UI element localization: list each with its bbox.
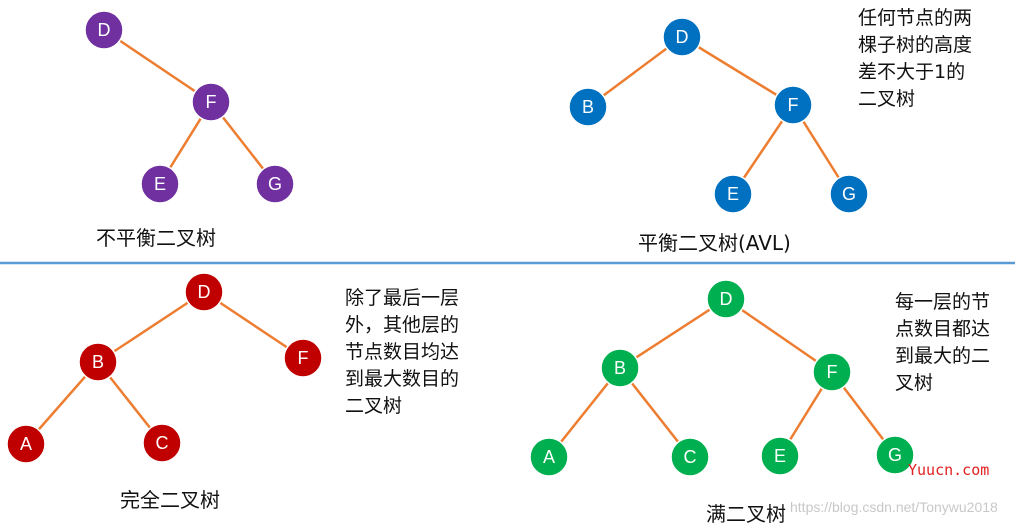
node-unbalanced-F: F xyxy=(191,82,231,122)
node-circle xyxy=(184,272,224,312)
note-line: 叉树 xyxy=(895,372,934,394)
node-avl-E: E xyxy=(713,174,753,214)
node-circle xyxy=(713,174,753,214)
node-label: C xyxy=(156,433,169,453)
node-avl-D: D xyxy=(662,17,702,57)
node-circle xyxy=(84,10,124,50)
caption-full: 满二叉树 xyxy=(706,502,786,526)
node-label: G xyxy=(888,445,902,465)
node-circle xyxy=(529,437,569,477)
node-circle xyxy=(706,279,746,319)
node-complete-C: C xyxy=(142,423,182,463)
note-line: 节点数目均达 xyxy=(345,341,460,363)
node-label: C xyxy=(684,447,697,467)
edge-unbalanced-D-F xyxy=(103,28,212,104)
node-circle xyxy=(140,164,180,204)
edge-avl-D-F xyxy=(681,35,794,107)
node-avl-F: F xyxy=(773,85,813,125)
note-line: 到最大的二 xyxy=(895,345,991,367)
caption-avl: 平衡二叉树(AVL) xyxy=(638,231,791,255)
node-label: D xyxy=(720,289,733,309)
node-circle xyxy=(142,423,182,463)
note-complete: 除了最后一层 外，其他层的 节点数目均达 到最大数目的 二叉树 xyxy=(345,285,459,420)
note-line: 任何节点的两 xyxy=(858,7,973,29)
edge-full-D-B xyxy=(619,297,727,370)
edge-full-D-F xyxy=(725,297,833,374)
note-line: 每一层的节 xyxy=(895,291,991,313)
node-circle xyxy=(662,17,702,57)
node-circle xyxy=(670,437,710,477)
node-label: B xyxy=(92,352,104,372)
node-circle xyxy=(812,352,852,392)
node-label: F xyxy=(827,362,838,382)
node-unbalanced-G: G xyxy=(255,164,295,204)
node-label: B xyxy=(582,97,594,117)
caption-unbalanced: 不平衡二叉树 xyxy=(96,226,216,250)
node-label: F xyxy=(298,348,309,368)
node-full-D: D xyxy=(706,279,746,319)
node-label: D xyxy=(676,27,689,47)
node-avl-B: B xyxy=(568,87,608,127)
caption-complete: 完全二叉树 xyxy=(120,488,220,512)
node-label: F xyxy=(788,95,799,115)
node-unbalanced-E: E xyxy=(140,164,180,204)
node-full-B: B xyxy=(600,348,640,388)
note-avl: 任何节点的两 棵子树的高度 差不大于1的 二叉树 xyxy=(858,5,972,113)
note-line: 点数目都达 xyxy=(895,318,991,340)
node-circle xyxy=(283,338,323,378)
note-line: 到最大数目的 xyxy=(345,368,460,390)
node-label: A xyxy=(20,434,32,454)
node-circle xyxy=(191,82,231,122)
node-label: F xyxy=(206,92,217,112)
node-avl-G: G xyxy=(829,174,869,214)
node-label: G xyxy=(268,174,282,194)
edge-complete-D-B xyxy=(97,290,205,364)
node-label: B xyxy=(614,358,626,378)
node-complete-B: B xyxy=(78,342,118,382)
node-label: E xyxy=(154,174,166,194)
nodes-layer: D F E G D B F E G D B F A C D B F A C E G xyxy=(6,10,915,477)
node-label: E xyxy=(727,184,739,204)
node-complete-D: D xyxy=(184,272,224,312)
node-label: D xyxy=(198,282,211,302)
node-circle xyxy=(255,164,295,204)
edge-complete-D-F xyxy=(203,290,304,360)
note-line: 外，其他层的 xyxy=(345,314,460,336)
watermark-url: https://blog.csdn.net/Tonywu2018 xyxy=(790,499,998,515)
node-unbalanced-D: D xyxy=(84,10,124,50)
node-circle xyxy=(875,435,915,475)
node-label: A xyxy=(543,447,555,467)
node-full-F: F xyxy=(812,352,852,392)
note-line: 二叉树 xyxy=(345,395,403,417)
node-label: G xyxy=(842,184,856,204)
node-circle xyxy=(773,85,813,125)
node-circle xyxy=(760,436,800,476)
node-complete-A: A xyxy=(6,424,46,464)
note-line: 差不大于1的 xyxy=(858,61,966,83)
node-label: E xyxy=(774,446,786,466)
watermark-brand: Yuucn.com xyxy=(908,461,990,479)
node-full-A: A xyxy=(529,437,569,477)
node-complete-F: F xyxy=(283,338,323,378)
note-full: 每一层的节 点数目都达 到最大的二 叉树 xyxy=(895,289,990,397)
node-full-G: G xyxy=(875,435,915,475)
note-line: 二叉树 xyxy=(858,88,916,110)
note-line: 除了最后一层 xyxy=(345,287,460,309)
node-circle xyxy=(829,174,869,214)
node-circle xyxy=(600,348,640,388)
node-circle xyxy=(568,87,608,127)
node-circle xyxy=(6,424,46,464)
node-full-E: E xyxy=(760,436,800,476)
node-label: D xyxy=(98,20,111,40)
node-circle xyxy=(78,342,118,382)
note-line: 棵子树的高度 xyxy=(858,34,973,56)
node-full-C: C xyxy=(670,437,710,477)
